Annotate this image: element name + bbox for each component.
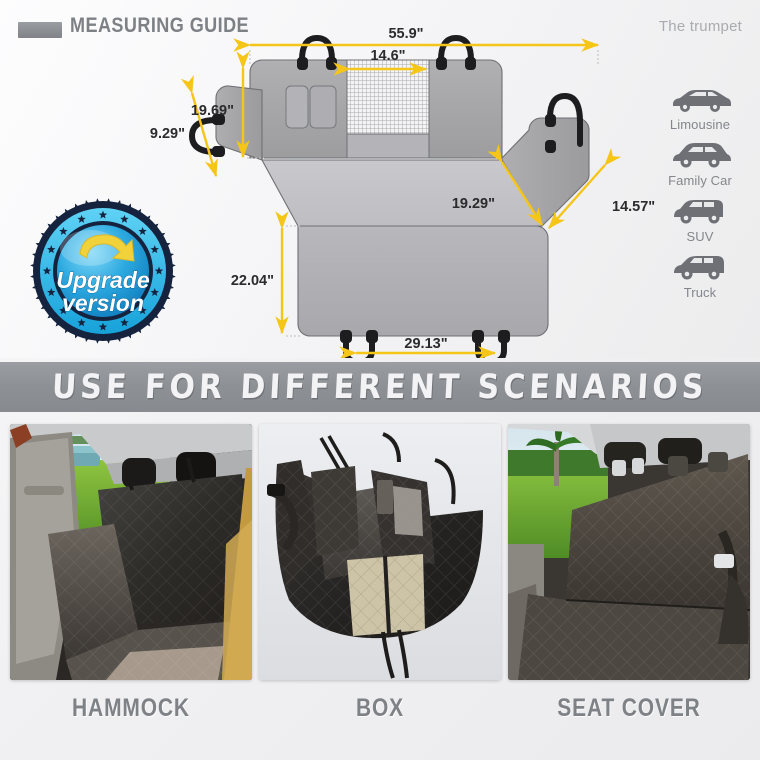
vehicle-label: Limousine: [669, 117, 731, 132]
family-car-icon: [648, 138, 752, 172]
banner-text: USE FOR DIFFERENT SCENARIOS: [51, 367, 709, 407]
upgrade-version-badge: Upgrade version: [28, 196, 178, 346]
dim-line-seat-depth: [487, 144, 544, 227]
dim-label-mesh-width: 14.6": [370, 48, 405, 64]
vehicle-label: Family Car: [668, 173, 732, 188]
truck-icon: [648, 250, 752, 284]
scenario-caption: BOX: [355, 694, 405, 722]
dim-label-front-height: 22.04": [231, 273, 274, 289]
seat-cover-photo: [508, 424, 750, 680]
upgrade-arrow-icon: [79, 234, 135, 262]
dim-line-left-flap: [180, 74, 218, 178]
header: MEASURING GUIDE The trumpet: [0, 8, 760, 42]
vehicle-item-suv: SUV: [648, 194, 752, 244]
scenario-hammock: HAMMOCK: [10, 424, 252, 723]
dim-label-bottom-width: 29.13": [404, 336, 447, 352]
scenario-photos: HAMMOCK: [0, 424, 760, 760]
limousine-icon: [648, 82, 752, 116]
dim-label-backrest-height: 19.69": [191, 103, 234, 119]
dim-label-left-flap: 19.29": [150, 126, 185, 142]
vehicle-type-list: Limousine Family Car: [648, 82, 752, 306]
header-accent-bar: [18, 22, 62, 38]
scenario-seat-cover: SEAT COVER: [508, 424, 750, 723]
dim-line-right-flap: [548, 147, 622, 229]
scenario-caption: SEAT COVER: [557, 694, 701, 722]
vehicle-item-family-car: Family Car: [648, 138, 752, 188]
box-photo: [259, 424, 501, 680]
hammock-photo: [10, 424, 252, 680]
backrest-panel: [249, 34, 503, 159]
dim-label-right-flap: 14.57": [612, 199, 655, 215]
vehicle-item-truck: Truck: [648, 250, 752, 300]
vehicle-label: SUV: [686, 229, 714, 244]
scenario-caption: HAMMOCK: [72, 694, 190, 722]
left-side-flap: [188, 85, 263, 161]
measuring-guide-section: MEASURING GUIDE The trumpet: [0, 0, 760, 358]
scenario-box: BOX: [259, 424, 501, 723]
badge-star-ring: [42, 210, 164, 331]
vehicle-label: Truck: [683, 285, 717, 300]
dim-label-seat-depth: 19.29": [452, 196, 495, 212]
suv-icon: [648, 194, 752, 228]
badge-line-2: version: [62, 290, 144, 316]
page-title: MEASURING GUIDE: [70, 14, 250, 37]
scenarios-banner: USE FOR DIFFERENT SCENARIOS: [0, 362, 760, 412]
seat-panel: [261, 159, 543, 227]
dim-label-top-width: 55.9": [388, 28, 423, 42]
badge-line-1: Upgrade: [56, 267, 150, 293]
product-dimension-diagram: 55.9" 14.6" 19.69" 19.29" 19.29" 14.57" …: [150, 28, 670, 358]
brand-name: The trumpet: [658, 18, 742, 35]
vehicle-item-limousine: Limousine: [648, 82, 752, 132]
